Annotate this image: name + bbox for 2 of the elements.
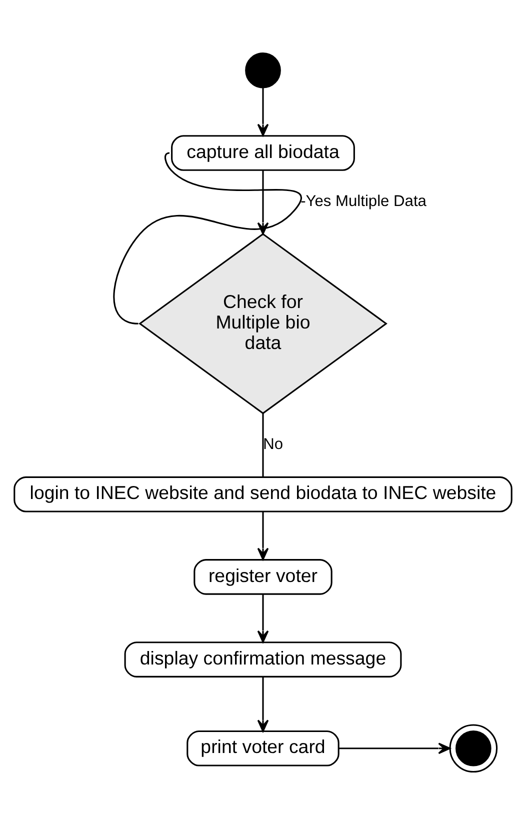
edge-label: No xyxy=(263,436,284,454)
edge-label: -Yes Multiple Data xyxy=(300,192,426,210)
